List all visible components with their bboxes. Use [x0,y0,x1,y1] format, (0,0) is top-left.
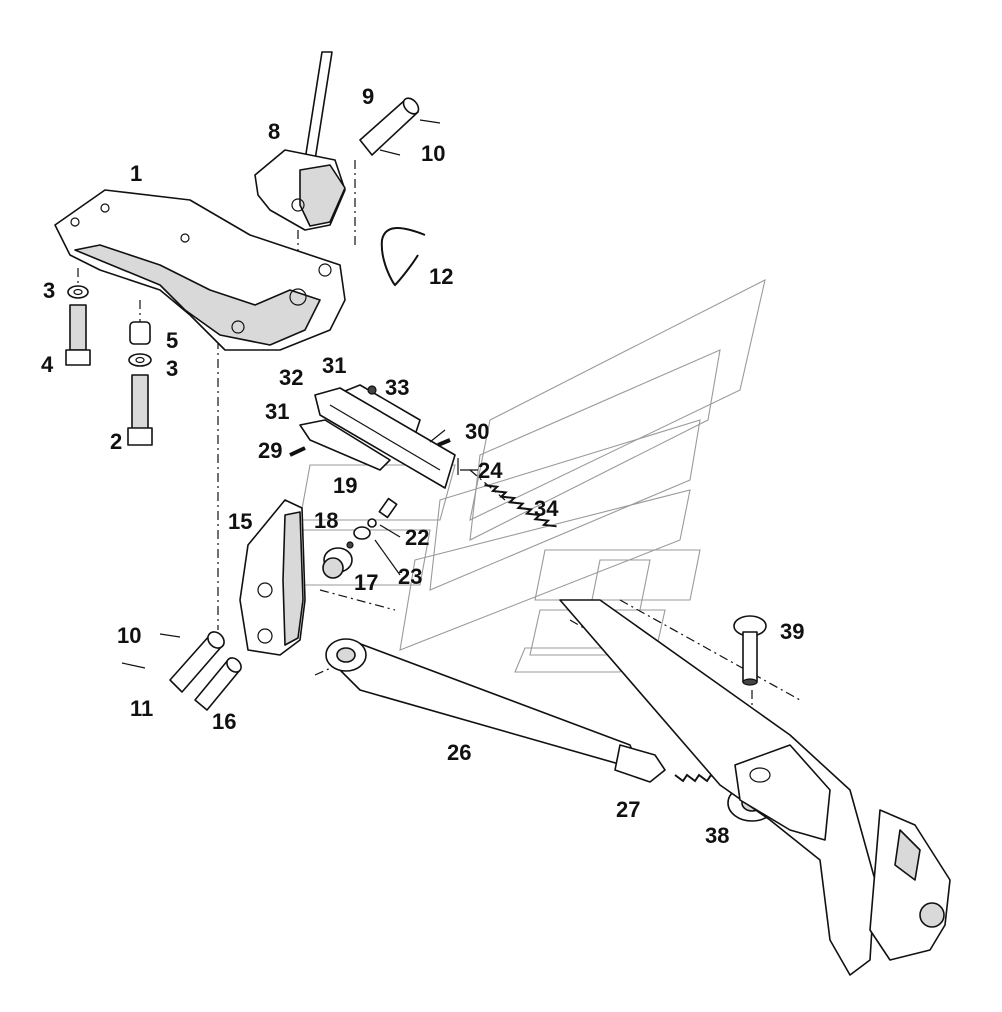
callout-38: 38 [705,823,730,848]
spring-shape [484,484,557,528]
callout-2: 2 [110,429,123,454]
callout-3-top: 3 [43,278,56,303]
callout-4: 4 [41,352,54,377]
callout-24: 24 [478,458,503,483]
callout-39: 39 [780,619,805,644]
callout-30: 30 [465,419,490,444]
spring-clip-shape [380,227,426,287]
small-parts-shape [322,497,398,579]
callout-22: 22 [405,525,430,550]
callout-10-lower: 10 [117,623,142,648]
fasteners-left [65,285,153,446]
callout-10-top: 10 [421,141,446,166]
callout-8: 8 [268,119,281,144]
callout-33: 33 [385,375,410,400]
callout-11: 11 [130,696,154,721]
lower-bracket-shape [54,189,346,351]
callout-9: 9 [362,84,375,109]
watermark-logo [289,278,766,673]
pins-lower-shape [121,631,242,711]
pin-top-shape [359,97,441,156]
callout-29: 29 [258,438,283,463]
callout-1: 1 [130,161,143,186]
callout-15: 15 [228,509,253,534]
callout-34: 34 [534,496,559,521]
callout-12: 12 [429,264,454,289]
callout-3-lower: 3 [166,356,179,381]
callout-32: 32 [279,365,304,390]
callout-17: 17 [354,570,379,595]
lever-block-shape [254,51,346,231]
callout-31-top: 31 [322,353,347,378]
callout-18: 18 [314,508,339,533]
callout-27: 27 [616,797,641,822]
pin-39-shape [733,615,767,686]
callout-31-mid: 31 [265,399,290,424]
leader-lines [374,429,478,576]
callout-26: 26 [447,740,472,765]
hook-arm-shape [559,599,951,976]
callout-19: 19 [333,473,358,498]
callout-16: 16 [212,709,237,734]
callout-5: 5 [166,328,179,353]
plates-shape [289,384,459,489]
callout-23: 23 [398,564,423,589]
arm-shape [239,499,306,656]
